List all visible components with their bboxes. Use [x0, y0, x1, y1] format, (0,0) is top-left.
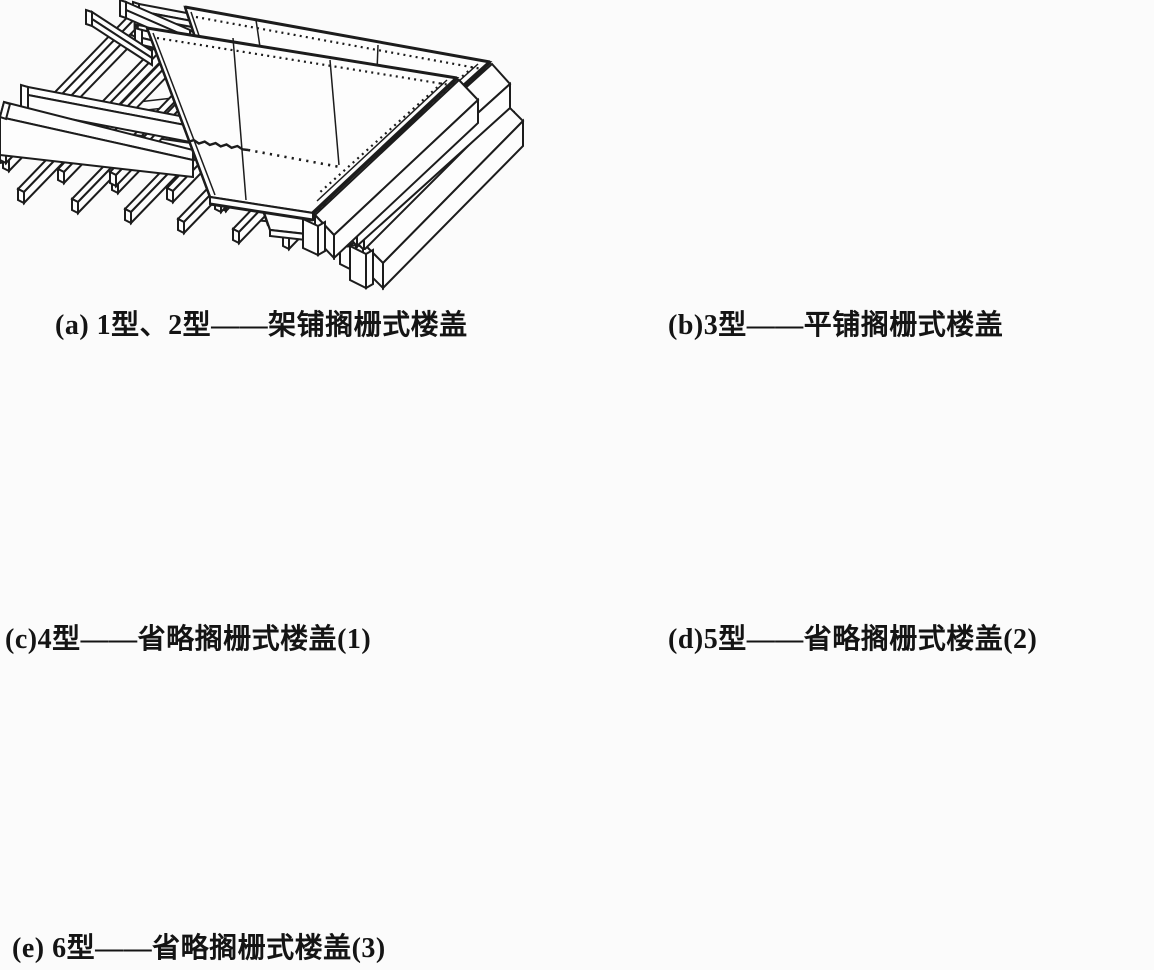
figure-caption-d: (d)5型——省略搁栅式楼盖(2)	[668, 624, 1038, 655]
joists-part	[71, 197, 79, 215]
plank-seam	[232, 37, 247, 201]
joists-part	[17, 187, 25, 205]
support-post-part	[365, 248, 374, 290]
support-post-part	[302, 217, 319, 257]
support-post	[302, 217, 326, 257]
top-edge	[146, 26, 458, 80]
floor-deck-part	[152, 32, 216, 196]
long-beam-part	[0, 100, 12, 121]
short-beam-part	[85, 8, 93, 28]
joists-part	[124, 207, 132, 225]
support-post	[349, 244, 374, 290]
joists-part	[57, 167, 65, 185]
short-beam-part	[119, 0, 127, 20]
floor-drawing-e	[0, 8, 480, 260]
figure-caption-b: (b)3型——平铺搁栅式楼盖	[668, 310, 1004, 341]
edge-beam	[361, 99, 525, 291]
bottom-edge	[209, 202, 314, 222]
joists-part	[109, 170, 117, 188]
long-beam	[0, 100, 194, 179]
floor-deck	[145, 26, 460, 222]
short-beam-part	[91, 17, 153, 67]
serration-dots	[195, 15, 483, 71]
floor-deck-part	[247, 148, 341, 169]
cut-edge	[145, 27, 212, 198]
long-beam-part	[0, 115, 194, 179]
joists-part	[232, 227, 240, 245]
support-post-part	[317, 220, 326, 257]
figure-caption-c: (c)4型——省略搁栅式楼盖(1)	[5, 624, 372, 655]
plank-seam	[329, 59, 340, 166]
right-edge	[311, 76, 459, 215]
floor-deck-part	[316, 79, 448, 202]
joists-part	[166, 186, 174, 204]
short-beam	[85, 8, 153, 67]
figure-caption-e: (e) 6型——省略搁栅式楼盖(3)	[12, 933, 386, 964]
figure-caption-a: (a) 1型、2型——架铺搁栅式楼盖	[55, 310, 468, 341]
figure-e-panel	[0, 0, 560, 260]
jagged-plank-seam	[187, 138, 249, 152]
top-edge	[184, 5, 491, 64]
joists-part	[177, 217, 185, 235]
